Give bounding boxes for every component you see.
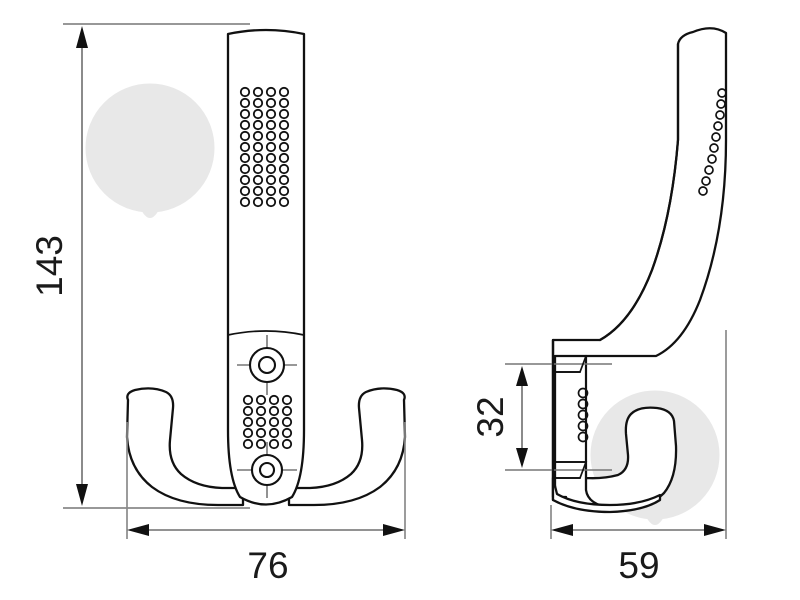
side-inner-edge — [598, 42, 680, 342]
side-knurl-pattern — [698, 88, 727, 196]
dim-arrow-left-59 — [551, 524, 573, 536]
dim-arrow-down-143 — [76, 484, 88, 506]
dimension-value-143: 143 — [29, 235, 70, 297]
dim-arrow-right-76 — [383, 524, 405, 536]
dim-arrow-up-143 — [76, 26, 88, 48]
front-view — [125, 28, 407, 507]
dim-arrow-down-32 — [516, 448, 528, 468]
dimension-value-76: 76 — [247, 545, 288, 586]
side-view — [505, 27, 728, 514]
left-hook-arm — [125, 387, 245, 507]
dimension-width-76: 76 — [126, 422, 406, 586]
shaft-seam-line — [227, 330, 305, 336]
side-plate-knurl — [577, 387, 589, 443]
side-upper-countersunk-hole — [505, 355, 612, 373]
trowel-logo-left-watermark — [85, 83, 215, 218]
lower-screw-hole — [237, 442, 297, 498]
upper-perforation-grid — [239, 86, 290, 208]
dimension-depth-59: 59 — [550, 330, 727, 586]
dimension-height-143: 143 — [29, 23, 250, 509]
right-hook-arm — [287, 387, 407, 507]
upper-screw-hole — [237, 335, 297, 395]
dim-arrow-up-32 — [516, 366, 528, 386]
lower-perforation-grid — [242, 394, 293, 450]
dim-arrow-right-59 — [704, 524, 726, 536]
dim-arrow-left-76 — [127, 524, 149, 536]
dimension-height-32: 32 — [470, 366, 528, 468]
dimension-value-32: 32 — [470, 396, 511, 437]
side-lower-countersunk-hole — [505, 461, 612, 479]
dimension-value-59: 59 — [618, 545, 659, 586]
side-plate-base — [551, 476, 662, 514]
